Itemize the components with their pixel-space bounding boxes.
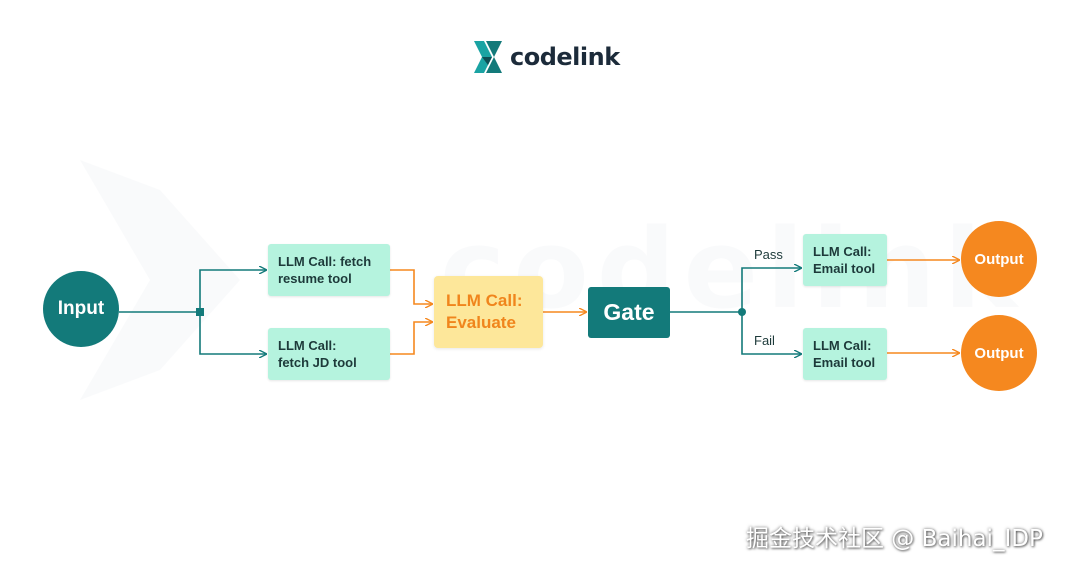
edge-pass [741, 268, 801, 312]
watermark-mark-icon [80, 160, 240, 400]
pass-label: Pass [754, 247, 783, 262]
split-node-dot [738, 308, 746, 316]
llm-call-evaluate-node: LLM Call: Evaluate [434, 276, 543, 348]
output-fail-node: Output [961, 315, 1037, 391]
logo-text: codelink [510, 43, 620, 71]
edge-fetch-jd-to-eval [390, 322, 432, 355]
email-fail-label: LLM Call: Email tool [813, 338, 876, 370]
llm-call-email-pass-node: LLM Call: Email tool [803, 234, 887, 286]
email-pass-label: LLM Call: Email tool [813, 244, 876, 276]
fail-label: Fail [754, 333, 775, 348]
gate-node: Gate [588, 287, 670, 338]
output-pass-node: Output [961, 221, 1037, 297]
codelink-logo: codelink [472, 38, 620, 76]
edge-to-fetch-jd [199, 312, 266, 354]
edge-to-fetch-resume [199, 270, 266, 312]
codelink-logo-mark-icon [474, 41, 502, 73]
fetch-jd-label: LLM Call: fetch JD tool [278, 338, 357, 370]
fetch-resume-label: LLM Call: fetch resume tool [278, 254, 372, 286]
footer-credit: 掘金技术社区 @ Baihai_IDP [746, 526, 1043, 552]
input-node: Input [43, 271, 119, 347]
llm-call-fetch-jd-node: LLM Call: fetch JD tool [268, 328, 390, 380]
llm-call-fetch-resume-node: LLM Call: fetch resume tool [268, 244, 390, 296]
split-node-square [196, 308, 204, 316]
edge-fail [741, 312, 801, 354]
edge-fetch-resume-to-eval [390, 269, 432, 304]
llm-call-email-fail-node: LLM Call: Email tool [803, 328, 887, 380]
evaluate-label: LLM Call: Evaluate [446, 291, 523, 332]
